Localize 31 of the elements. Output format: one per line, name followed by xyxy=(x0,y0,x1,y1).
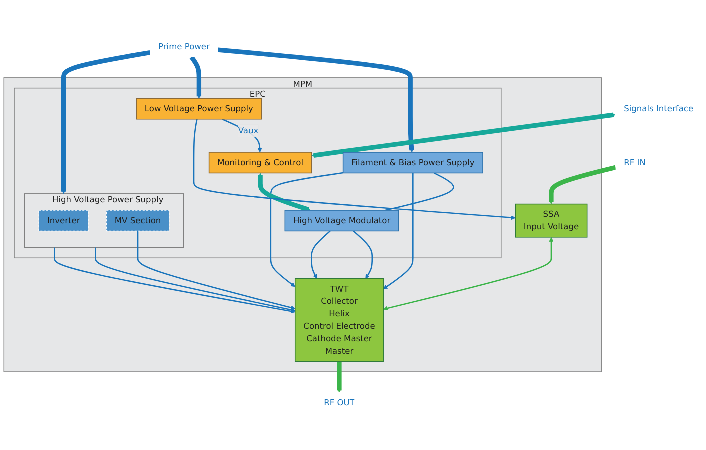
arrow xyxy=(337,361,342,393)
node-text: RF OUT xyxy=(324,398,355,408)
node-box: Filament & Bias Power Supply xyxy=(342,152,484,174)
node-text: RF IN xyxy=(624,158,646,168)
node-box: TWT Collector Helix Control Electrode Cathode Master Master xyxy=(294,278,384,362)
arrow xyxy=(383,173,414,290)
node-box: MV Section xyxy=(106,210,170,232)
arrow xyxy=(95,248,296,312)
arrow xyxy=(218,48,414,153)
node-text: Prime Power xyxy=(158,42,210,52)
node-box: Monitoring & Control xyxy=(208,152,312,174)
arrow xyxy=(258,173,311,212)
node-box: SSA Input Voltage xyxy=(515,204,588,238)
arrow xyxy=(222,118,262,153)
connector xyxy=(385,172,454,212)
arrow xyxy=(137,231,296,310)
arrow xyxy=(193,119,516,220)
arrow xyxy=(311,230,331,280)
arrow xyxy=(312,112,616,158)
arrow xyxy=(549,165,616,204)
arrow xyxy=(190,56,202,99)
node-box: Low Voltage Power Supply xyxy=(136,98,262,120)
arrow xyxy=(353,230,374,280)
arrow xyxy=(61,50,151,194)
arrow xyxy=(383,237,554,311)
node-box: High Voltage Modulator xyxy=(284,210,400,232)
arrow xyxy=(270,172,344,288)
node-text: Signals Interface xyxy=(624,104,694,114)
edge-label: Vaux xyxy=(238,126,259,136)
arrow xyxy=(54,248,296,314)
node-box: Inverter xyxy=(38,210,89,232)
